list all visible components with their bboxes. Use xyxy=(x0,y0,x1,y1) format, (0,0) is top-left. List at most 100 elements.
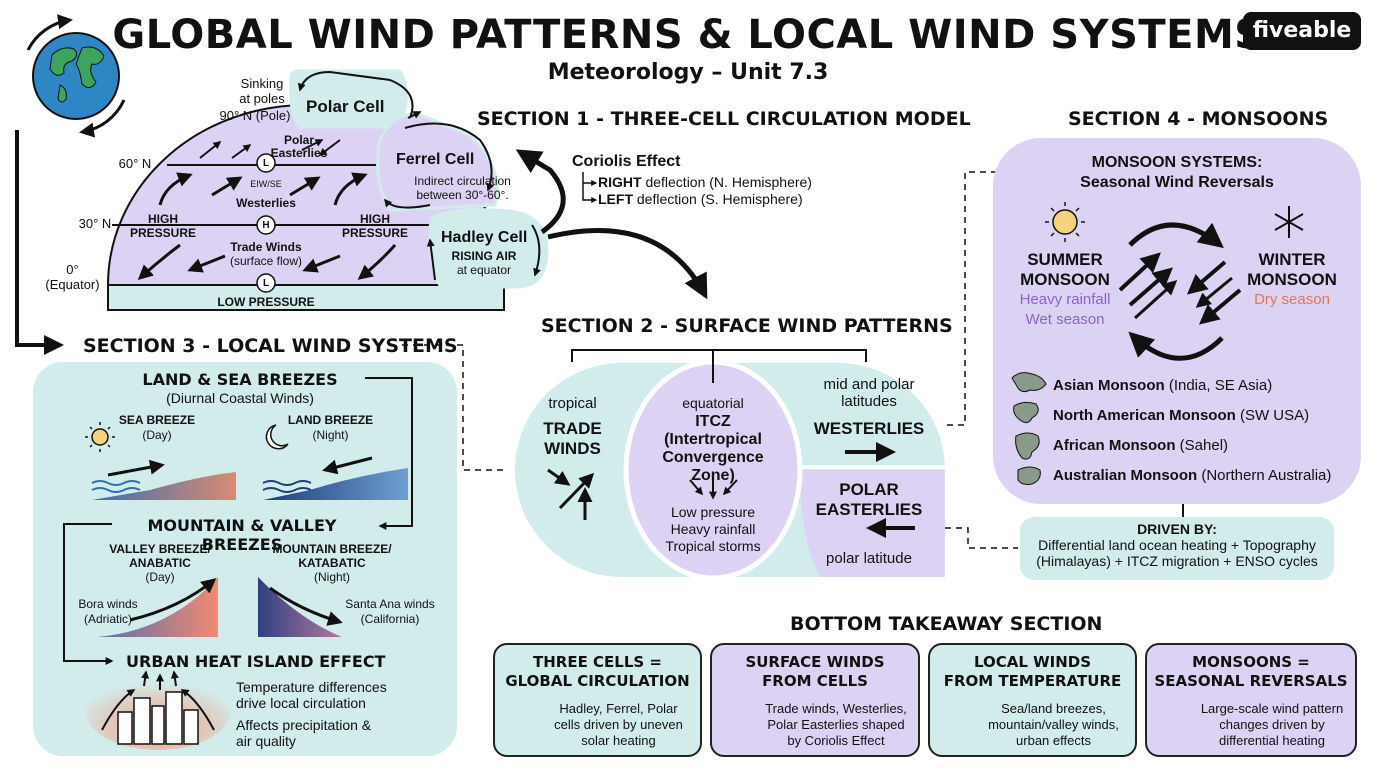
itcz-full-a: (Intertropical xyxy=(664,431,762,448)
globe-icon xyxy=(26,14,126,138)
takeaway-body-a: Sea/land breezes, xyxy=(1001,701,1106,716)
monsoon-systems-title: MONSOON SYSTEMS: Seasonal Wind Reversals xyxy=(1000,153,1354,193)
summer-c: Heavy rainfall xyxy=(1019,291,1111,308)
takeaway-body-b: Polar Easterlies shaped xyxy=(767,717,905,732)
sea-breeze-illustration xyxy=(91,459,236,500)
summer-monsoon-label: SUMMER MONSOON Heavy rainfall Wet season xyxy=(1005,250,1125,330)
polar-easterlies-a: Polar xyxy=(283,133,314,147)
moon-icon xyxy=(265,424,289,450)
itcz-label: ITCZ (Intertropical Convergence Zone) xyxy=(640,413,786,485)
winter-c: Dry season xyxy=(1254,291,1330,308)
takeaway-heading: BOTTOM TAKEAWAY SECTION xyxy=(790,613,1103,635)
valley-breeze-label: VALLEY BREEZE/ ANABATIC (Day) xyxy=(95,542,225,584)
coriolis-left: LEFT deflection (S. Hemisphere) xyxy=(598,191,803,207)
ferrel-cell-label: Ferrel Cell xyxy=(396,151,475,168)
summer-b: MONSOON xyxy=(1020,270,1110,289)
takeaway-title-b: FROM CELLS xyxy=(762,672,868,690)
takeaway-body-b: cells driven by uneven xyxy=(554,717,683,732)
takeaway-body-c: differential heating xyxy=(1218,733,1325,748)
high-pressure-left: HIGH PRESSURE xyxy=(128,212,198,240)
valley-breeze-a: VALLEY BREEZE/ xyxy=(109,542,211,556)
ferrel-desc-b: between 30°-60°. xyxy=(416,188,509,202)
valley-breeze-b: ANABATIC xyxy=(129,556,191,570)
monsoon-panel xyxy=(993,138,1361,504)
polar-easterlies-heading: POLAR EASTERLIES xyxy=(805,480,933,520)
summer-d: Wet season xyxy=(1025,311,1105,328)
land-breeze-illustration xyxy=(262,456,408,500)
takeaway-title-b: SEASONAL REVERSALS xyxy=(1154,672,1348,690)
takeaway-body-c: urban effects xyxy=(1016,733,1091,748)
lat60-label: 60° N xyxy=(118,156,152,171)
mountain-breeze-label: MOUNTAIN BREEZE/ KATABATIC (Night) xyxy=(262,542,402,584)
santa-a: Santa Ana winds xyxy=(345,597,435,611)
monsoon-list-item: African Monsoon (Sahel) xyxy=(1053,437,1228,454)
sun-icon xyxy=(85,422,115,452)
section3-heading: SECTION 3 - LOCAL WIND SYSTEMS xyxy=(83,335,458,357)
ew-label: EIW/SE xyxy=(250,179,282,189)
globe-to-section3-arrow xyxy=(15,130,64,355)
monsoon-name: Australian Monsoon xyxy=(1053,467,1198,484)
snowflake-icon xyxy=(1274,206,1304,238)
santa-ana-label: Santa Ana winds (California) xyxy=(340,597,440,627)
ferrel-desc-a: Indirect circulation xyxy=(414,174,511,188)
takeaway-card: LOCAL WINDS FROM TEMPERATURE Sea/land br… xyxy=(928,643,1137,757)
coriolis-right: RIGHT deflection (N. Hemisphere) xyxy=(598,174,812,190)
trade-winds-heading: TRADE WINDS xyxy=(530,419,615,459)
trade-winds-label: Trade Winds (surface flow) xyxy=(216,240,316,268)
takeaway-card-body: Hadley, Ferrel, Polar cells driven by un… xyxy=(545,701,692,749)
uhi-desc-d: air quality xyxy=(236,733,296,749)
land-breeze-title: LAND BREEZE xyxy=(287,413,374,427)
itcz-effect-item: Tropical storms xyxy=(665,538,761,554)
pole-latitude-label: 90° N (Pole) xyxy=(219,108,291,123)
polar-cell-bubble xyxy=(289,69,408,129)
polar-easterlies-label: Polar Easterlies xyxy=(266,134,332,160)
coriolis-right-rest: deflection (N. Hemisphere) xyxy=(641,174,812,190)
takeaway-title-a: THREE CELLS = xyxy=(532,653,663,671)
ferrel-desc: Indirect circulation between 30°-60°. xyxy=(400,174,525,202)
polar-latitude-label: polar latitude xyxy=(826,550,912,567)
monsoon-name: Asian Monsoon xyxy=(1053,377,1165,394)
takeaway-card-title: MONSOONS = SEASONAL REVERSALS xyxy=(1147,653,1355,691)
hadley-cell-label: Hadley Cell xyxy=(441,229,528,246)
low-marker-equator: L xyxy=(262,278,270,289)
sinking-line-a: Sinking xyxy=(240,76,284,91)
santa-b: (California) xyxy=(360,612,420,626)
takeaway-title-b: GLOBAL CIRCULATION xyxy=(505,672,690,690)
equator-line-b: (Equator) xyxy=(45,277,100,292)
driven-b: (Himalayas) + ITCZ migration + ENSO cycl… xyxy=(1036,553,1318,569)
takeaway-body-c: by Coriolis Effect xyxy=(787,733,885,748)
polar-easterlies-heading-a: POLAR xyxy=(839,480,899,499)
coriolis-right-bold: RIGHT xyxy=(598,174,642,190)
tropical-label: tropical xyxy=(548,395,597,412)
driven-by-box xyxy=(1020,517,1334,580)
coriolis-left-bold: LEFT xyxy=(598,191,633,207)
low-marker-60: L xyxy=(262,158,270,169)
mountain-breeze-b: KATABATIC xyxy=(298,556,366,570)
section4-heading: SECTION 4 - MONSOONS xyxy=(1068,108,1329,130)
driven-a: Differential land ocean heating + Topogr… xyxy=(1038,537,1316,553)
itcz-effects: Low pressure Heavy rainfall Tropical sto… xyxy=(640,504,786,555)
takeaway-card: SURFACE WINDS FROM CELLS Trade winds, We… xyxy=(710,643,920,757)
fiveable-logo[interactable]: fiveable xyxy=(1243,12,1361,50)
hadley-desc-a: RISING AIR xyxy=(451,249,517,263)
diurnal-label: (Diurnal Coastal Winds) xyxy=(166,390,314,406)
local-wind-panel xyxy=(33,362,457,756)
takeaway-card-title: SURFACE WINDS FROM CELLS xyxy=(712,653,918,691)
takeaway-body-a: Trade winds, Westerlies, xyxy=(765,701,907,716)
westerlies-heading: WESTERLIES xyxy=(813,419,925,438)
uhi-heading: URBAN HEAT ISLAND EFFECT xyxy=(126,652,386,671)
high-pressure-left-a: HIGH xyxy=(148,212,178,226)
high-marker-30: H xyxy=(262,220,270,231)
page-subtitle: Meteorology – Unit 7.3 xyxy=(547,60,829,85)
takeaway-body-b: mountain/valley winds, xyxy=(988,717,1119,732)
ferrel-cell-bubble xyxy=(376,112,499,212)
low-pressure-label: LOW PRESSURE xyxy=(217,295,315,309)
itcz-full-b: Convergence Zone) xyxy=(662,449,764,484)
takeaway-card-body: Trade winds, Westerlies, Polar Easterlie… xyxy=(762,701,910,749)
polar-easterlies-b: Easterlies xyxy=(270,146,328,160)
sun-icon xyxy=(1045,202,1085,242)
takeaway-card-title: LOCAL WINDS FROM TEMPERATURE xyxy=(930,653,1135,691)
dashed-connector-s2-s4 xyxy=(947,171,1002,426)
high-pressure-left-b: PRESSURE xyxy=(129,226,197,240)
map-icon xyxy=(1011,372,1047,485)
